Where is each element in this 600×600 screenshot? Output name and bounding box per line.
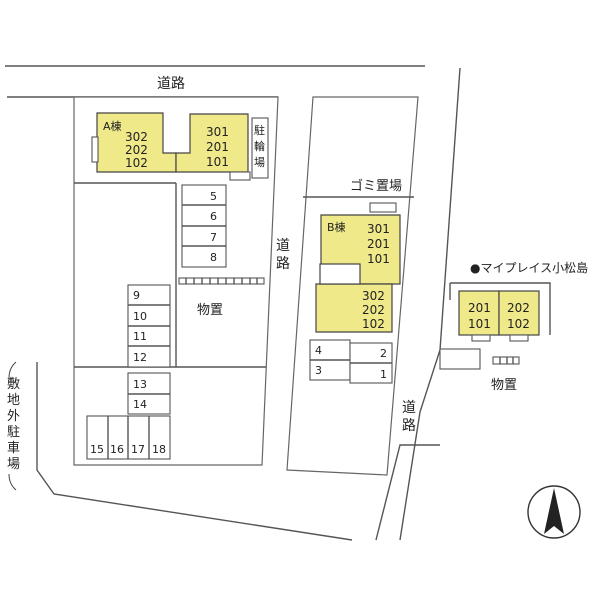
svg-text:駐: 駐 [254,123,265,137]
parking-group-1-4: 4 3 2 1 [309,339,393,384]
parking-space: 8 [210,251,217,264]
building-b-label: B棟 [327,220,346,234]
parking-space: 7 [210,231,217,244]
parking-space: 9 [133,289,140,302]
neighbor-unit: 102 [507,317,530,331]
parking-group-5-8: 5 6 7 8 [181,184,227,268]
garbage-area: ゴミ置場 [350,178,402,213]
svg-text:外: 外 [7,409,20,424]
parking-space: 11 [133,330,147,343]
north-arrow-icon [527,485,581,539]
building-a-unit: 101 [206,155,229,169]
parking-space: 12 [133,351,147,364]
parking-group-9-12: 9 10 11 12 [127,284,171,368]
building-a-unit: 302 [125,130,148,144]
storage-left-label: 物置 [197,303,223,318]
parking-group-13-14: 13 14 [127,372,171,415]
building-b-unit: 102 [362,317,385,331]
building-a-unit: 201 [206,140,229,154]
parking-space: 14 [133,398,147,411]
parking-space: 6 [210,210,217,223]
parking-space: 1 [380,368,387,381]
storage-left: 物置 [178,277,265,318]
parking-space: 17 [131,443,145,456]
parking-group-15-18: 15 16 17 18 [86,415,171,460]
road-label-middle: 道 [276,238,290,254]
building-a: A棟 302 202 102 301 201 101 [91,112,251,181]
road-lines [5,65,461,541]
off-site-parking-label: 敷 地 外 駐 車 場 [7,361,20,491]
svg-text:場: 場 [7,457,20,472]
building-b-unit: 202 [362,303,385,317]
svg-text:車: 車 [7,441,20,456]
building-b: B棟 301 201 101 302 202 102 [315,214,401,333]
neighbor-parking [439,348,481,370]
road-label-right: 道 [402,400,416,416]
garbage-area-label: ゴミ置場 [350,178,402,194]
parking-space: 15 [90,443,104,456]
building-a-unit: 301 [206,125,229,139]
neighbor-building: ●マイプレイス小松島 201 202 101 102 [449,260,588,342]
storage-right: 物置 [491,356,520,393]
parking-space: 10 [133,310,147,323]
building-a-unit: 102 [125,156,148,170]
neighbor-unit: 202 [507,301,530,315]
neighbor-unit: 201 [468,301,491,315]
svg-text:地: 地 [7,393,20,408]
building-a-label: A棟 [103,119,122,133]
neighbor-unit: 101 [468,317,491,331]
building-b-unit: 201 [367,237,390,251]
svg-text:駐: 駐 [7,425,20,440]
building-b-unit: 301 [367,222,390,236]
road-label-top: 道路 [157,76,185,92]
building-a-unit: 202 [125,143,148,157]
parking-space: 13 [133,378,147,391]
neighbor-name: ●マイプレイス小松島 [470,260,588,275]
parking-space: 5 [210,190,217,203]
svg-text:敷: 敷 [7,377,20,392]
road-label-right: 路 [402,418,416,434]
svg-text:場: 場 [254,156,265,169]
bicycle-parking: 駐 輪 場 [251,117,269,179]
storage-right-label: 物置 [491,378,517,393]
svg-text:輪: 輪 [254,139,265,153]
building-b-unit: 101 [367,252,390,266]
parking-space: 3 [315,364,322,377]
parking-space: 18 [152,443,166,456]
building-b-unit: 302 [362,289,385,303]
road-label-middle: 路 [276,256,290,272]
parking-space: 4 [315,344,322,357]
parking-space: 2 [380,347,387,360]
parking-space: 16 [110,443,124,456]
